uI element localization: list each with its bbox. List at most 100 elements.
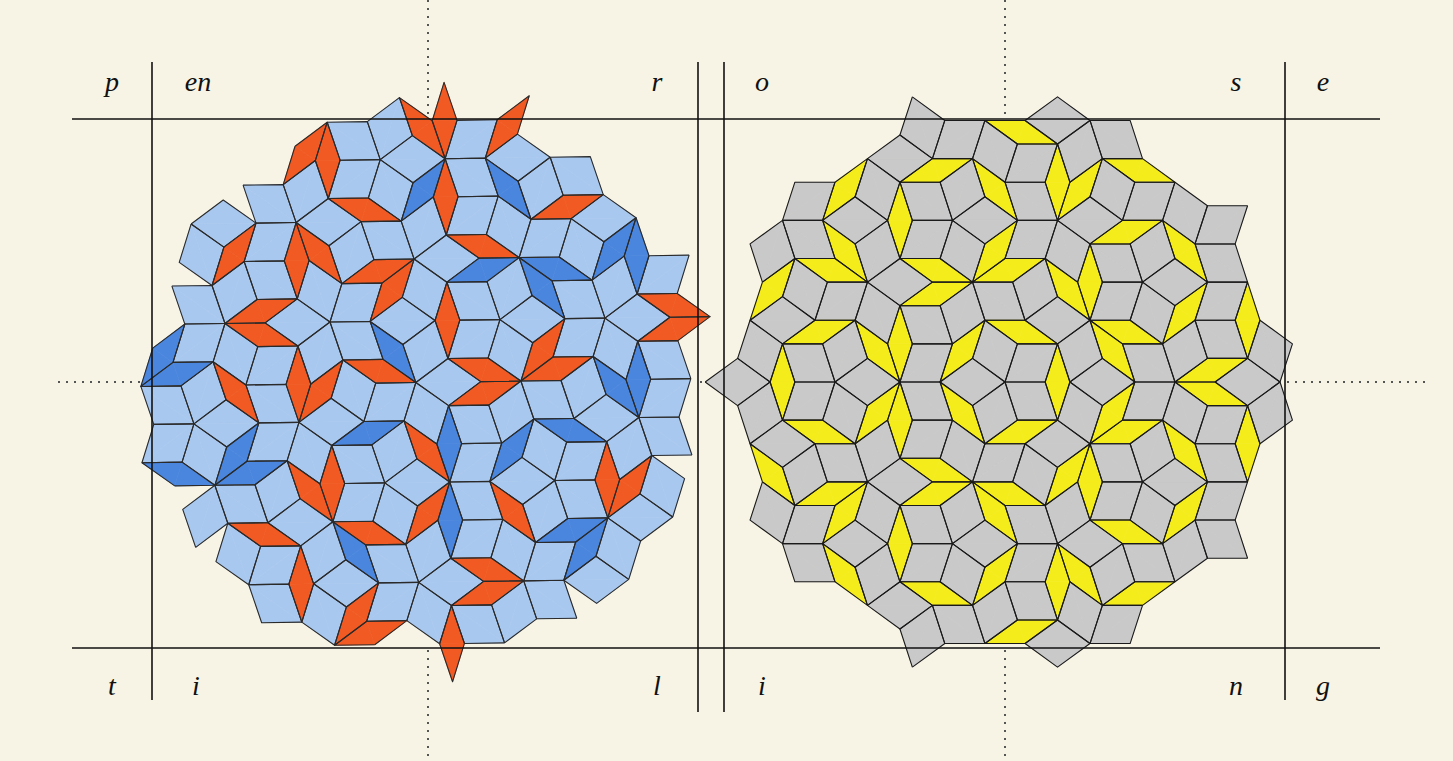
tile-edge: [571, 195, 636, 219]
tile-edge: [823, 505, 855, 543]
tile-edge: [639, 379, 691, 418]
tile-edge: [1017, 320, 1057, 344]
tile-edge: [952, 159, 984, 221]
tile-half: [437, 406, 462, 444]
tile-edge: [932, 159, 972, 183]
tile-edge: [823, 197, 888, 221]
tile-edge: [1078, 482, 1103, 520]
tile-edge: [228, 523, 268, 547]
tile-edge: [419, 520, 451, 582]
tile-edge: [1195, 282, 1248, 320]
tile-edge: [191, 200, 256, 224]
tile-edge: [1143, 282, 1208, 306]
tile-edge: [249, 584, 302, 622]
tile-edge: [385, 483, 418, 544]
tile-edge: [225, 299, 265, 323]
tile-half: [1122, 520, 1162, 544]
tile-edge: [191, 224, 224, 285]
tile-edge: [1215, 358, 1280, 382]
tile-edge: [559, 219, 592, 280]
dotted-guides: [58, 0, 1425, 761]
tile-edge: [225, 323, 265, 347]
tile-edge: [283, 146, 315, 184]
tile-half: [142, 462, 182, 486]
tile-edge: [1090, 444, 1143, 482]
tile-half: [855, 406, 887, 444]
tile-half: [438, 520, 463, 558]
tile-edge: [550, 157, 603, 195]
tile-edge: [414, 235, 479, 259]
tile-edge: [445, 158, 498, 196]
tile-half: [536, 518, 576, 542]
tile-edge: [783, 259, 815, 321]
tile-edge: [940, 358, 1005, 382]
tile-edge: [366, 521, 406, 545]
tile-edge: [1078, 282, 1103, 320]
tile-edge: [940, 282, 972, 344]
tile-half: [888, 544, 913, 582]
tile-edge: [500, 296, 565, 320]
tile-edge: [500, 320, 533, 381]
tile-half: [1070, 320, 1102, 382]
tile-edge: [385, 482, 450, 506]
tile-edge: [900, 420, 953, 458]
tile-half: [142, 424, 194, 463]
tile-half: [1235, 406, 1260, 444]
tile-edge: [173, 362, 213, 386]
tile-edge: [372, 421, 404, 483]
tile-edge: [451, 581, 491, 605]
tile-edge: [330, 321, 383, 359]
tile-edge: [1058, 544, 1123, 568]
tiling-letter: o: [755, 68, 769, 96]
tile-edge: [1058, 382, 1090, 444]
tile-edge: [932, 120, 985, 158]
tile-edge: [1195, 244, 1248, 282]
tile-half: [1122, 220, 1162, 244]
tile-edge: [985, 220, 1017, 258]
tile-edge: [973, 282, 1026, 320]
tile-edge: [1005, 220, 1058, 258]
tiling-letter: g: [1316, 672, 1330, 700]
tile-edge: [823, 544, 888, 568]
tile-edge: [932, 120, 985, 158]
tile-edge: [268, 522, 333, 546]
tile-edge: [1122, 344, 1175, 382]
grid-line: [151, 62, 153, 700]
tile-edge: [639, 379, 691, 418]
tile-half: [524, 542, 576, 581]
tile-half: [1175, 382, 1207, 444]
tile-half: [1195, 206, 1248, 244]
tile-edge: [485, 120, 517, 158]
tile-edge: [783, 505, 836, 543]
tile-edge: [364, 383, 416, 422]
tile-edge: [815, 444, 868, 482]
tile-edge: [531, 157, 563, 219]
tile-edge: [173, 323, 225, 362]
tile-edge: [932, 482, 972, 506]
tile-edge: [406, 506, 438, 544]
dotted-line: [1004, 0, 1006, 118]
tile-edge: [815, 282, 868, 320]
tile-half: [296, 222, 361, 246]
tile-edge: [1122, 420, 1162, 444]
tile-edge: [213, 362, 246, 400]
tile-edge: [1130, 482, 1162, 544]
tile-half: [1122, 320, 1162, 344]
tile-edge: [552, 280, 605, 318]
tile-edge: [867, 582, 932, 606]
tile-half: [173, 362, 213, 386]
tile-edge: [367, 621, 407, 645]
tile-edge: [490, 457, 555, 481]
tile-edge: [1143, 220, 1175, 282]
tile-edge: [940, 159, 972, 221]
tile-edge: [900, 482, 940, 506]
dotted-line: [427, 0, 429, 118]
tile-edge: [314, 584, 347, 645]
tile-edge: [932, 282, 972, 306]
tile-edge: [1135, 159, 1175, 183]
tile-edge: [1005, 182, 1058, 220]
tile-edge: [451, 519, 503, 558]
tile-half: [652, 456, 685, 517]
tile-edge: [1058, 544, 1090, 582]
tile-edge: [985, 544, 1017, 582]
